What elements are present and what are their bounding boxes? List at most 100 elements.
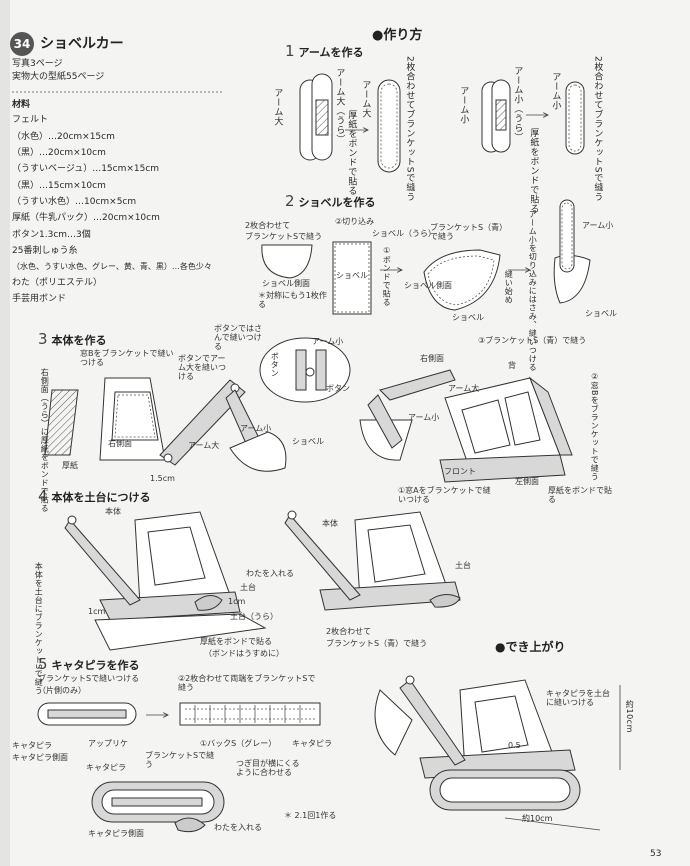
label-caterpillar-side: キャタピラ側面 (12, 753, 68, 762)
label-cardboard-bond-2: 厚紙をボンドで貼る (528, 128, 539, 214)
step-number: 4 (38, 487, 48, 505)
label-button-sandwich: ボタンではさんで縫いつける (214, 324, 262, 351)
label-arm-small-zoom: アーム小 (312, 337, 344, 346)
label-back: 背 (508, 361, 516, 370)
label-mirror-note: ＊対称にもう1枚作る (258, 291, 327, 309)
project-number-badge: 34 (10, 32, 34, 56)
label-blanket: ブランケットSで縫う (145, 751, 215, 769)
label-window-b: 窓Bをブランケットで縫いつける (80, 349, 174, 367)
label-times: ＊ 2.1回1作る (284, 811, 337, 820)
material-item: フェルト (12, 115, 49, 126)
label-left-side: 左側面 (515, 477, 539, 486)
step-title-text: 本体を作る (51, 334, 107, 347)
step-number: 3 (38, 330, 48, 348)
material-item: （水色、うすい水色、グレー、黄、青、黒）…各色少々 (12, 262, 212, 272)
label-shovel-3: ショベル (585, 309, 617, 318)
label-arm-small: アーム小 (240, 424, 272, 433)
label-shovel-back: ショベル（うら） (372, 229, 436, 238)
label-shovel-side: ショベル側面 (262, 279, 310, 288)
label-base-back: 土台（うら） (230, 612, 278, 621)
material-item: （うすいベージュ）…15cm×15cm (12, 164, 160, 175)
label-blanket-blue: ③ブランケットS（青）で縫う (478, 336, 587, 345)
label-blanket-blue: ブランケットS（青）で縫う (326, 639, 428, 648)
finished-excavator-drawing (374, 675, 621, 831)
label-arm-large: アーム大 (272, 88, 283, 126)
label-backstitch: ①バックS（グレー） (200, 739, 277, 748)
material-item: 手芸用ボンド (12, 293, 67, 304)
step-title-text: ショベルを作る (298, 196, 376, 209)
label-front: フロント (444, 467, 476, 476)
material-item: （黒）…15cm×10cm (12, 180, 106, 191)
material-item: わた（ポリエステル） (12, 277, 103, 288)
label-two-layer-blanket-2: 2枚合わせてブランケットSで縫う (592, 56, 603, 202)
step5-caterpillar-drawings (37, 702, 321, 833)
label-one-side: （片側のみ） (38, 686, 86, 695)
step-number: 2 (285, 192, 295, 210)
photo-page-ref: 写真3ページ (12, 59, 63, 69)
label-caterpillar-to-base: キャタピラを土台に縫いつける (546, 689, 610, 707)
material-item: 厚紙（牛乳パック）…20cm×10cm (12, 213, 160, 224)
step4-body-on-base-right-drawing (284, 510, 461, 611)
label-body-to-base: 本体を土台にブランケットSで縫う (34, 562, 44, 696)
label-dim-0-5: 0.5 (508, 741, 521, 750)
label-arm-small-2: アーム小 (408, 413, 440, 422)
label-shovel: ショベル (336, 271, 368, 280)
pattern-page-ref: 実物大の型紙55ページ (12, 72, 105, 82)
page-title: ショベルカー (40, 36, 124, 52)
label-base-2: 土台 (455, 561, 471, 570)
material-item: （水色）…20cm×15cm (12, 131, 115, 142)
label-arm-small-2: アーム小 (550, 72, 561, 110)
page-gutter (0, 0, 10, 866)
method-heading: ●作り方 (372, 28, 423, 43)
label-caterpillar-side-2: キャタピラ側面 (88, 829, 144, 838)
label-body-2: 本体 (322, 519, 338, 528)
material-item: （黒）…20cm×10cm (12, 148, 106, 159)
material-item: ボタン1.3cm…3個 (12, 229, 91, 240)
label-arm-small: アーム小 (458, 86, 469, 124)
step4-body-on-base-left-drawing (64, 511, 267, 651)
label-cardboard-bond: 厚紙をボンドで貼る (346, 110, 357, 196)
label-right-side-back: 右側面（うら）に厚紙をボンドで貼る (40, 368, 50, 513)
label-sew-start: 縫い始め (504, 270, 514, 304)
label-applique: アップリケ (88, 739, 128, 748)
label-arm-small: アーム小 (582, 221, 614, 230)
label-cardboard-bond: 厚紙をボンドで貼る (548, 486, 612, 504)
label-two-layer-ends: ②2枚合わせて両端をブランケットSで縫う (178, 674, 316, 692)
step-title-text: キャタピラを作る (51, 659, 140, 672)
label-arm-large-2: アーム大 (448, 384, 480, 393)
label-blanket: ブランケットSで縫う (245, 232, 323, 241)
label-button-sew: ボタンでアーム大を縫いつける (178, 354, 226, 381)
label-blanket-blue: ブランケットS（青）で縫う (430, 223, 504, 241)
label-joint-note: つぎ目が横にくるように合わせる (236, 759, 300, 777)
materials-list: 材料 フェルト （水色）…20cm×15cm （黒）…20cm×10cm （うす… (12, 100, 212, 310)
label-arm-large-2: アーム大 (360, 80, 371, 118)
label-shovel-2: ショベル (452, 313, 484, 322)
step-number: 5 (38, 655, 48, 673)
label-button-zoom: ボタン (270, 352, 280, 378)
label-dim-1cm-2: 1cm (228, 597, 246, 606)
label-cut: ②切り込み (335, 217, 375, 226)
step-title-text: 本体を土台につける (51, 491, 151, 504)
label-two-layer-blanket: 2枚合わせてブランケットSで縫う (404, 56, 415, 202)
label-dim-1cm: 1cm (88, 607, 106, 616)
label-cotton: わたを入れる (246, 569, 294, 578)
step3-assembled-body-drawing (359, 369, 573, 483)
label-bond: ①ボンドで貼る (382, 246, 392, 307)
label-arm-small-back: アーム小（うら） (512, 66, 523, 142)
material-item: 25番刺しゅう糸 (12, 246, 78, 257)
label-cardboard-bond: 厚紙をボンドで貼る (200, 637, 272, 646)
label-body: 本体 (105, 507, 121, 516)
page-number: 53 (650, 849, 662, 859)
label-bond-note: （ボンドはうすめに） (204, 649, 284, 658)
label-shovel: ショベル (292, 437, 324, 446)
label-caterpillar-3: キャタピラ (86, 763, 126, 772)
step2-shovel-drawing (261, 199, 591, 315)
label-window-a: ①窓Aをブランケットで縫いつける (398, 486, 491, 504)
material-item: （うすい水色）…10cm×5cm (12, 197, 137, 208)
